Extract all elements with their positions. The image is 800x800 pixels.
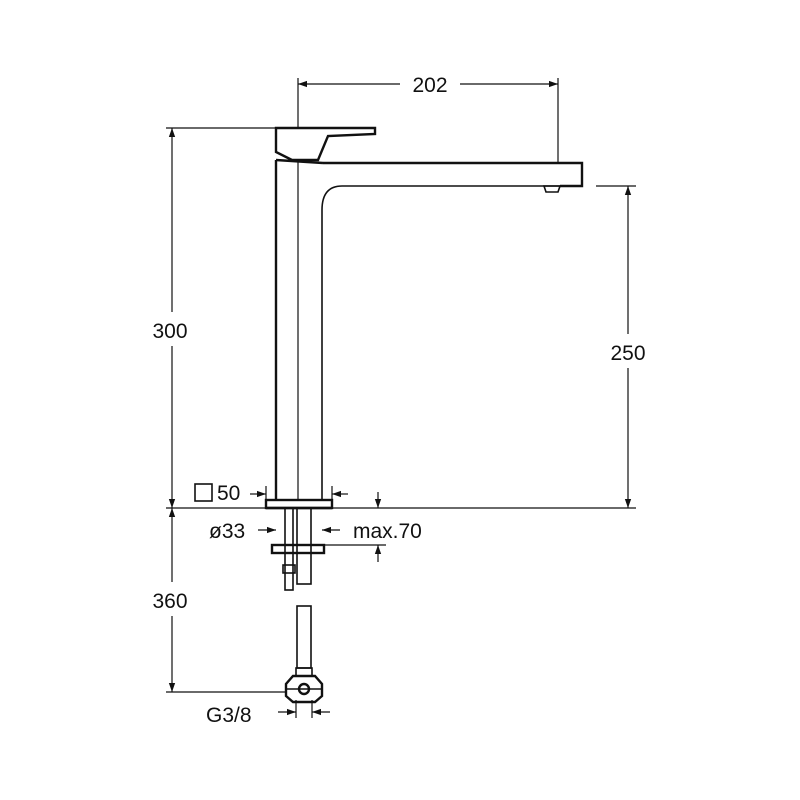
dimension-max-thickness: max.70 <box>322 492 422 562</box>
label-o33: ø33 <box>209 520 245 543</box>
label-50: 50 <box>217 482 240 505</box>
dimension-hose-length: 360 <box>152 508 286 693</box>
faucet-body <box>264 126 584 510</box>
label-360: 360 <box>152 590 187 613</box>
label-250: 250 <box>610 342 645 365</box>
dimension-base-square: 50 <box>194 482 348 505</box>
dimension-hole-diameter: ø33 <box>209 520 340 543</box>
dimension-spout-reach: 202 <box>297 74 559 163</box>
mounting-parts <box>270 507 326 704</box>
square-symbol <box>194 483 213 502</box>
dimension-spout-height: 250 <box>332 185 646 509</box>
dimension-total-height: 300 <box>152 127 276 509</box>
label-300: 300 <box>152 320 187 343</box>
label-g38: G3/8 <box>206 704 252 727</box>
label-max70: max.70 <box>353 520 422 543</box>
label-202: 202 <box>412 74 447 97</box>
dimension-connection: G3/8 <box>206 700 330 727</box>
